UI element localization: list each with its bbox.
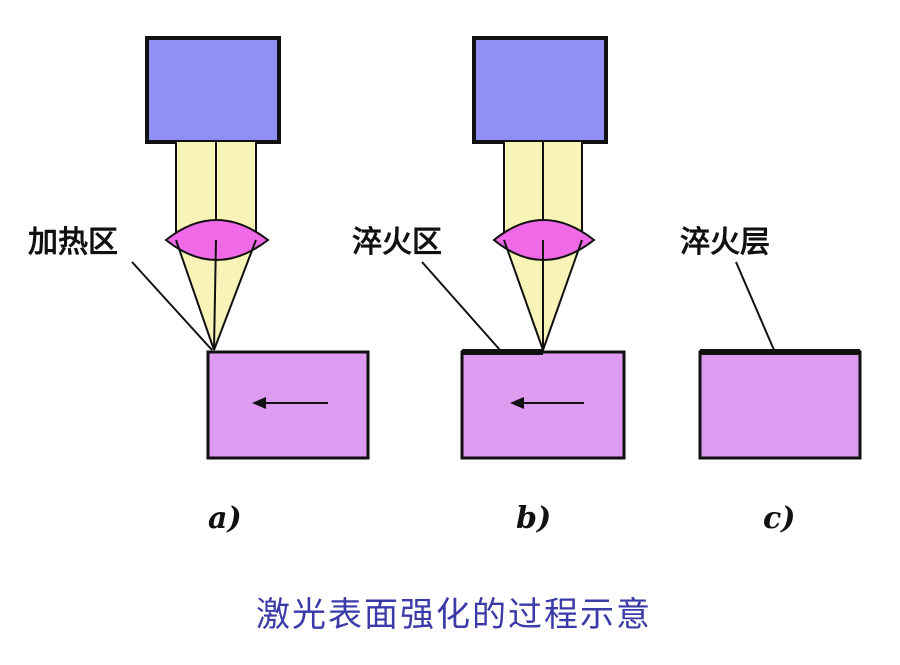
panel-a-label: a) [208,501,242,536]
motion-arrowhead [252,397,266,409]
focus-ray-left [175,239,215,351]
focus-ray-right [213,239,257,351]
panel-c: 淬火层 c) [680,225,862,536]
laser-head [472,36,608,144]
motion-arrowhead [510,397,524,409]
focus-ray-center [213,239,217,351]
quenched-layer-leader [735,261,775,351]
heating-zone-label: 加热区 [28,225,118,260]
workpiece [460,350,626,460]
quenching-zone-label: 淬火区 [352,225,442,260]
laser-head [145,36,281,144]
quenched-layer-label: 淬火层 [680,225,770,260]
panel-b-label: b) [516,501,551,536]
workpiece [698,350,862,460]
quenching-zone-leader [421,261,501,351]
panel-c-label: c) [763,501,795,536]
panel-b: 淬火区 b) [352,36,626,536]
focus-ray-left [503,239,544,351]
heating-zone-leader [131,261,213,351]
panel-a: 加热区 a) [28,36,370,536]
focus-ray-right [542,239,583,351]
workpiece [206,350,370,460]
focusing-lens [164,219,270,261]
caption: 激光表面强化的过程示意 [256,595,652,635]
